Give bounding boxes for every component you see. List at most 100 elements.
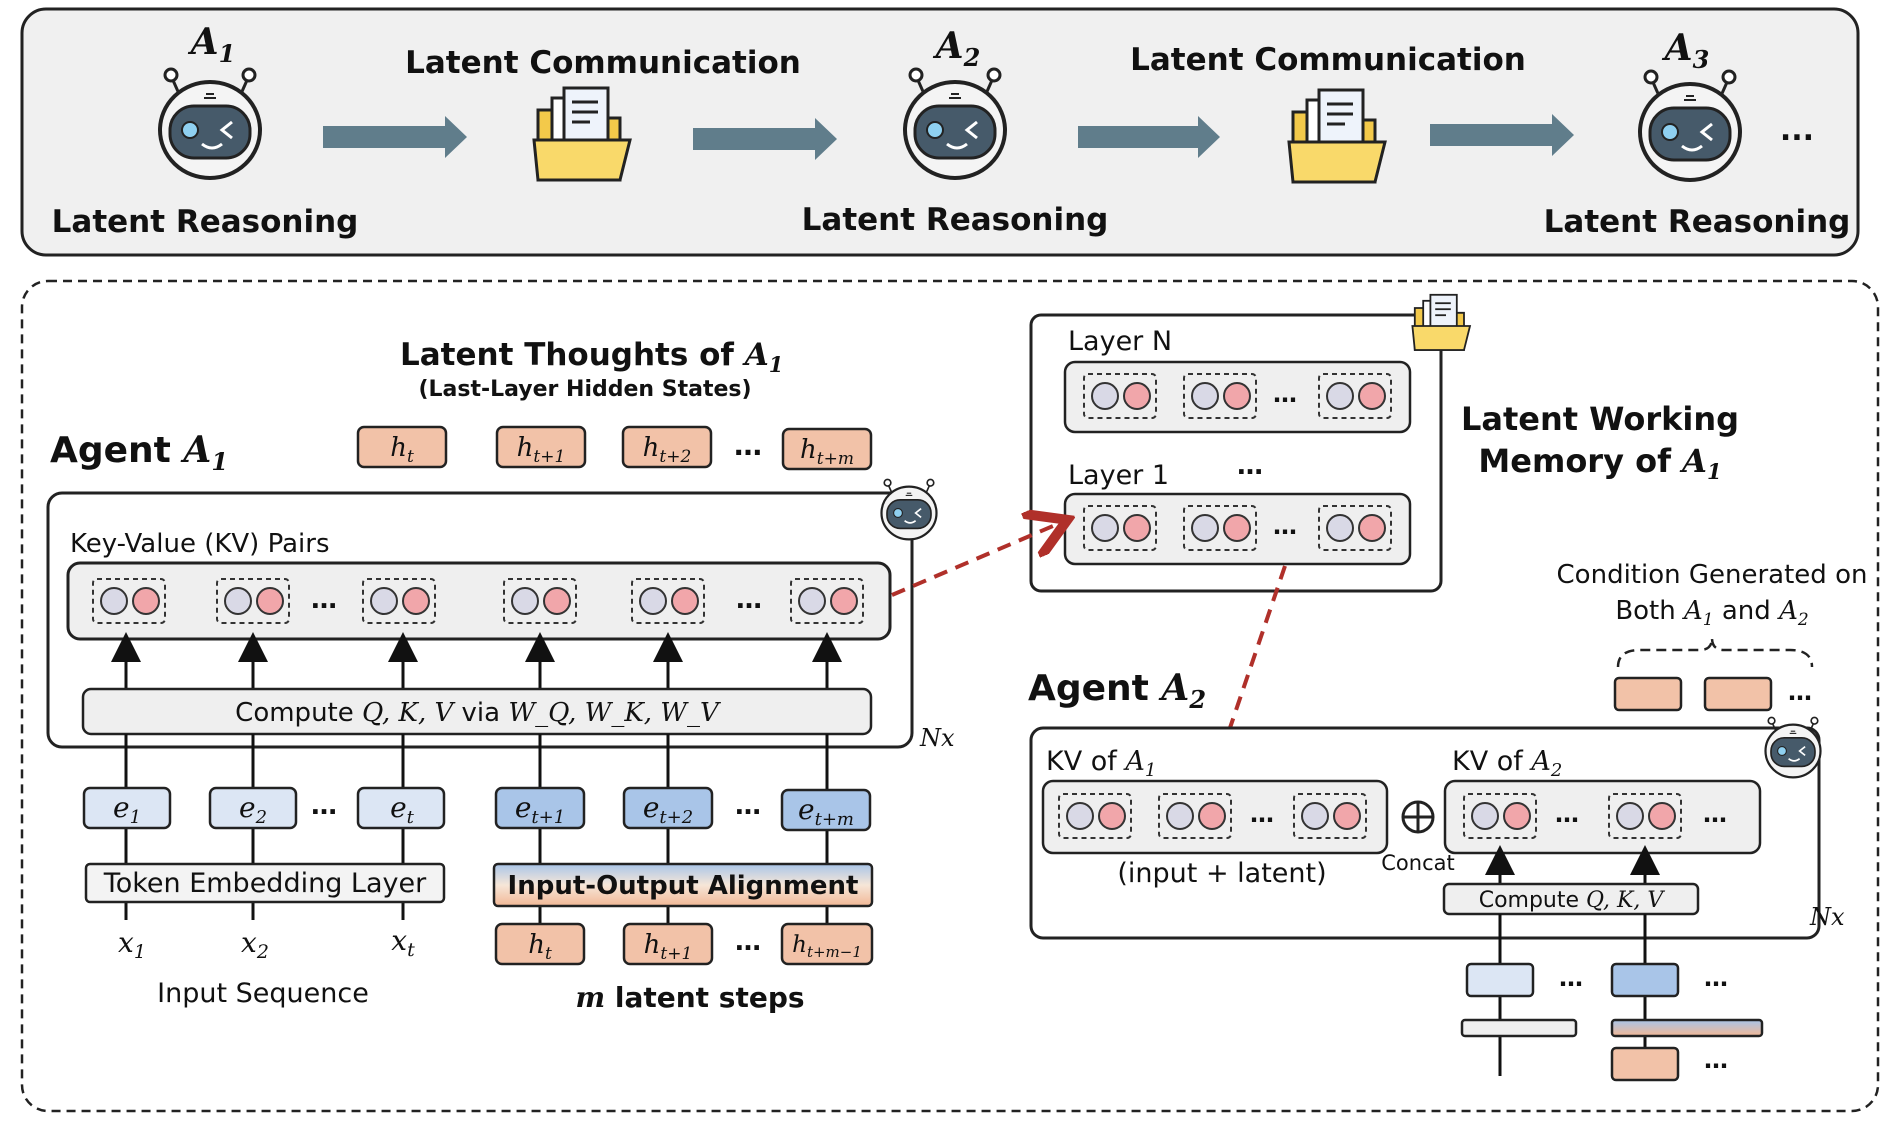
token-embedding-layer (1460, 1018, 1578, 1038)
robot-icon (903, 67, 1007, 180)
embedding-label: e1 (113, 791, 141, 828)
ellipsis: … (735, 927, 761, 957)
top-agent-1: A1 Latent Reasoning (52, 21, 359, 240)
ellipsis: ... (1780, 113, 1814, 148)
input-token: x2 (241, 926, 269, 963)
ellipsis: … (735, 791, 761, 821)
top-agent-3: A3 Latent Reasoning ... (1544, 27, 1851, 240)
hidden-state-box (494, 922, 586, 966)
flow-arrow (323, 116, 467, 158)
store-to-memory-arrow (891, 523, 1060, 597)
embedding-box (1465, 962, 1535, 998)
agent-a3-label: A3 (1662, 27, 1710, 74)
input-sequence-label: Input Sequence (157, 978, 369, 1009)
hidden-state-box (356, 425, 448, 469)
input-token: x1 (118, 926, 146, 963)
hidden-state-label: ht+1 (517, 433, 566, 467)
embedding-box (494, 786, 586, 830)
condition-token-box (1703, 676, 1773, 712)
flow-arrow (693, 118, 837, 160)
latent-reasoning-caption: Latent Reasoning (802, 202, 1109, 238)
kv-of-a2-row (1443, 779, 1762, 855)
ellipsis: … (736, 585, 762, 615)
condition-token-box (1613, 676, 1683, 712)
compute-qkv-label: Compute Q, K, V via W_Q, W_K, W_V (235, 698, 721, 728)
ellipsis: … (1704, 1046, 1728, 1074)
hidden-state-label: ht+m (800, 435, 854, 469)
folder-icon (1411, 293, 1471, 351)
token-embedding-label: Token Embedding Layer (103, 868, 427, 899)
latent-output-row: ht ht+1 ht+2 … ht+m (356, 425, 873, 471)
flow-arrow (1430, 114, 1574, 156)
ellipsis: … (1273, 380, 1297, 408)
kv-up-arrows (111, 632, 842, 690)
communication-2: Latent Communication (1130, 42, 1526, 184)
embedding-label: et (390, 791, 415, 828)
agent2-compute-qkv-box (1442, 882, 1700, 916)
nx-label: Nx (919, 724, 955, 752)
hidden-state-label: ht+1 (644, 930, 693, 964)
communication-1: Latent Communication (405, 45, 801, 182)
hidden-state-label: ht+2 (643, 433, 692, 467)
condition-line1: Condition Generated on (1557, 560, 1868, 590)
ellipsis: … (311, 791, 337, 821)
ellipsis: … (734, 429, 762, 462)
token-embedding-layer (84, 862, 446, 904)
embedding-label: et+2 (643, 791, 693, 828)
bottom-panel (20, 279, 1880, 1113)
latent-communication-label: Latent Communication (405, 45, 801, 81)
memory-to-agent2-arrow (1215, 565, 1287, 772)
agent2-up-arrows (1485, 845, 1660, 885)
ellipsis: … (1559, 964, 1583, 992)
input-output-alignment-layer (492, 862, 874, 908)
latent-thoughts-title: Latent Thoughts of A1 (400, 337, 783, 377)
ellipsis: … (1273, 512, 1297, 540)
latent-input-row: ht ht+1 … ht+m−1 (494, 922, 874, 966)
robot-icon (158, 67, 262, 180)
ellipsis: … (1250, 800, 1274, 828)
ellipsis: … (1555, 800, 1579, 828)
concat-icon (1401, 800, 1435, 834)
latent-steps-label: m latent steps (575, 981, 804, 1014)
embedding-row: e1 e2 … et et+1 et+2 … et+m (82, 786, 872, 832)
embedding-box (1610, 962, 1680, 998)
layer-n-label: Layer N (1068, 326, 1172, 357)
latent-reasoning-caption: Latent Reasoning (52, 204, 359, 240)
hidden-state-box (495, 425, 587, 469)
agent2-compute-qkv-label: Compute Q, K, V (1479, 888, 1666, 913)
latent-thoughts-subtitle: (Last-Layer Hidden States) (418, 377, 751, 402)
robot-icon (880, 478, 938, 541)
input-latent-label: (input + latent) (1117, 858, 1326, 889)
memory-title-line1: Latent Working (1461, 400, 1739, 438)
compute-qkv-box (81, 687, 873, 736)
hidden-state-label: ht+m−1 (792, 932, 862, 961)
nx-label: Nx (1809, 903, 1845, 931)
embedding-box (82, 786, 172, 830)
ellipsis: … (311, 585, 337, 615)
agent-a1-label: A1 (188, 21, 236, 68)
top-agent-2: A2 Latent Reasoning (802, 25, 1109, 238)
hidden-state-box (621, 425, 713, 469)
hidden-state-box (622, 922, 714, 966)
embedding-box (780, 788, 872, 832)
hidden-state-box (780, 922, 874, 966)
input-token: xt (391, 924, 415, 961)
ellipsis: … (1237, 451, 1263, 481)
input-output-alignment-layer (1610, 1018, 1764, 1038)
kv-pair-group: … … (92, 578, 864, 624)
condition-line2: Both A1 and A2 (1615, 596, 1808, 630)
embedding-connectors (124, 734, 829, 924)
kv-cache-row (66, 561, 892, 641)
flow-arrow (1078, 116, 1220, 158)
top-flow-arrows (323, 114, 1574, 160)
ellipsis: … (1704, 964, 1728, 992)
concat-label: Concat (1381, 851, 1454, 875)
kv-of-a1-label: KV of A1 (1046, 746, 1156, 781)
ellipsis: … (1703, 800, 1727, 828)
robot-icon (1638, 69, 1742, 182)
robot-icon (1764, 716, 1822, 779)
embedding-label: et+m (798, 793, 854, 830)
ellipsis: … (1788, 678, 1812, 706)
embedding-box (208, 786, 298, 830)
